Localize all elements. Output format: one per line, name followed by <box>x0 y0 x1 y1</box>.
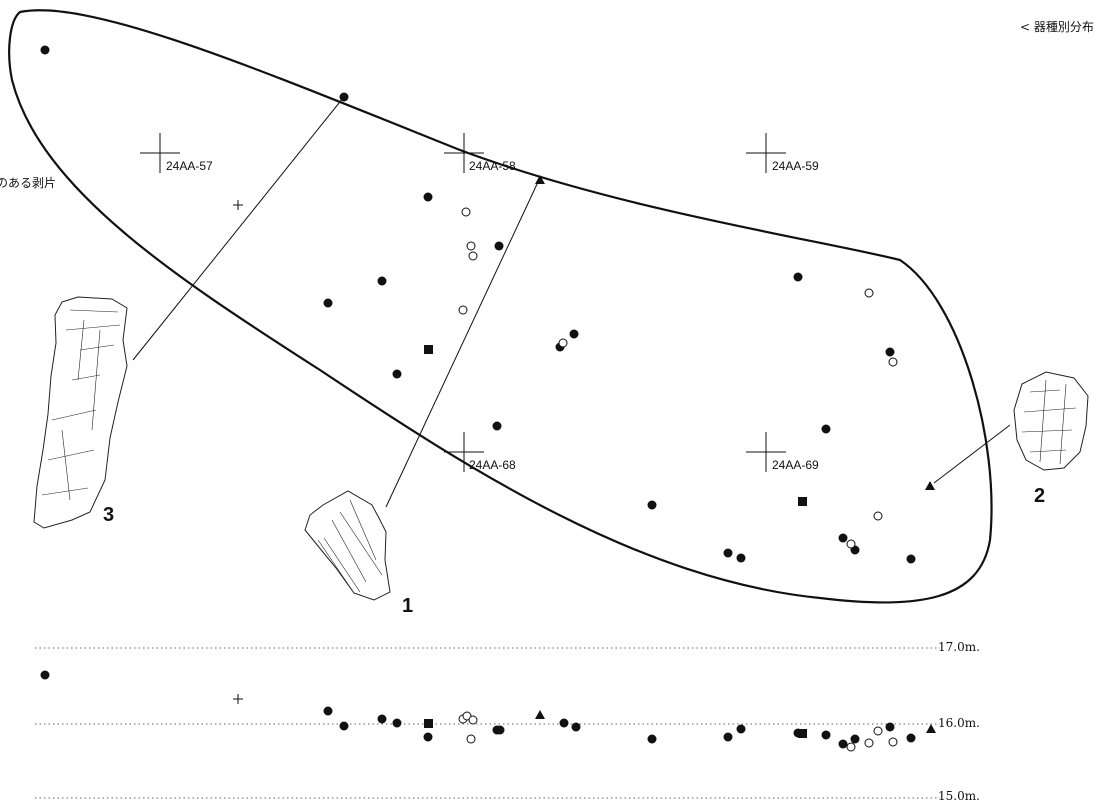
filled-circle-point <box>793 272 803 282</box>
open-circle-point <box>873 511 883 521</box>
legend-title-partial: < 器種別分布 <box>1020 20 1094 34</box>
open-circle-point <box>558 338 568 348</box>
plan-open-circles <box>458 207 898 549</box>
filled-circle-point <box>377 276 387 286</box>
filled-square-point <box>798 729 807 738</box>
filled-circle-point <box>723 732 733 742</box>
filled-triangle-point <box>926 724 936 733</box>
artifact-number-1: 1 <box>402 595 413 617</box>
filled-circle-point <box>821 730 831 740</box>
filled-circle-point <box>647 734 657 744</box>
artifact-drawing-3 <box>33 296 128 529</box>
grid-label-58: 24AA-58 <box>469 159 516 173</box>
filled-circle-point <box>885 347 895 357</box>
open-circle-point <box>468 251 478 261</box>
filled-triangle-point <box>535 710 545 719</box>
elevation-label-15: 15.0m. <box>938 789 980 803</box>
open-circle-point <box>458 305 468 315</box>
filled-circle-point <box>838 533 848 543</box>
filled-square-point <box>424 345 433 354</box>
filled-circle-point <box>571 722 581 732</box>
open-circle-point <box>466 241 476 251</box>
leader-line-3 <box>132 97 344 361</box>
section-filled-circles <box>40 670 916 749</box>
grid-crosses <box>140 133 786 472</box>
grid-label-68: 24AA-68 <box>469 458 516 472</box>
section-triangles <box>535 710 936 733</box>
filled-triangle-point <box>925 481 935 490</box>
grid-cross-57 <box>140 133 180 173</box>
open-circle-point <box>468 715 478 725</box>
elevation-lines <box>35 647 940 799</box>
filled-circle-point <box>323 706 333 716</box>
grid-cross-59 <box>746 133 786 173</box>
filled-circle-point <box>559 718 569 728</box>
filled-circle-point <box>736 724 746 734</box>
filled-circle-point <box>736 553 746 563</box>
filled-circle-point <box>569 329 579 339</box>
artifact-number-2: 2 <box>1034 485 1045 507</box>
section-squares <box>424 719 807 738</box>
grid-label-59: 24AA-59 <box>772 159 819 173</box>
elevation-label-17: 17.0m. <box>938 640 980 654</box>
filled-circle-point <box>40 670 50 680</box>
filled-circle-point <box>906 733 916 743</box>
filled-circle-point <box>423 732 433 742</box>
filled-circle-point <box>492 421 502 431</box>
plan-triangles <box>535 175 935 490</box>
grid-cross-69 <box>746 432 786 472</box>
plus-marker-section <box>233 694 243 704</box>
leader-line-1 <box>385 181 539 508</box>
elevation-label-16: 16.0m. <box>938 716 980 730</box>
artifact-number-3: 3 <box>103 504 114 526</box>
grid-label-57: 24AA-57 <box>166 159 213 173</box>
filled-circle-point <box>723 548 733 558</box>
filled-square-point <box>798 497 807 506</box>
filled-circle-point <box>339 92 349 102</box>
filled-circle-point <box>885 722 895 732</box>
open-circle-point <box>888 737 898 747</box>
cluster-boundary <box>8 9 993 604</box>
section-open-circles <box>458 711 898 752</box>
filled-circle-point <box>495 725 505 735</box>
open-circle-point <box>888 357 898 367</box>
filled-circle-point <box>339 721 349 731</box>
filled-circle-point <box>323 298 333 308</box>
filled-circle-point <box>821 424 831 434</box>
open-circle-point <box>873 726 883 736</box>
filled-circle-point <box>423 192 433 202</box>
filled-triangle-point <box>535 175 545 184</box>
filled-circle-point <box>392 718 402 728</box>
plus-marker-plan <box>233 200 243 210</box>
artifact-drawing-2 <box>1013 371 1089 471</box>
artifact-drawing-1 <box>304 490 391 601</box>
open-circle-point <box>846 742 856 752</box>
filled-circle-point <box>40 45 50 55</box>
open-circle-point <box>864 738 874 748</box>
plan-squares <box>424 345 807 506</box>
open-circle-point <box>864 288 874 298</box>
grid-cross-68 <box>444 432 484 472</box>
leader-line-2 <box>933 424 1011 484</box>
filled-circle-point <box>850 734 860 744</box>
filled-circle-point <box>392 369 402 379</box>
filled-circle-point <box>494 241 504 251</box>
leader-lines <box>132 97 1011 508</box>
filled-circle-point <box>377 714 387 724</box>
filled-square-point <box>424 719 433 728</box>
grid-label-69: 24AA-69 <box>772 458 819 472</box>
plan-filled-circles <box>40 45 916 564</box>
open-circle-point <box>461 207 471 217</box>
filled-circle-point <box>838 739 848 749</box>
filled-circle-point <box>906 554 916 564</box>
grid-cross-58 <box>444 133 484 173</box>
filled-circle-point <box>647 500 657 510</box>
open-circle-point <box>846 539 856 549</box>
open-circle-point <box>466 734 476 744</box>
left-label-partial: のある剥片 <box>0 176 56 190</box>
